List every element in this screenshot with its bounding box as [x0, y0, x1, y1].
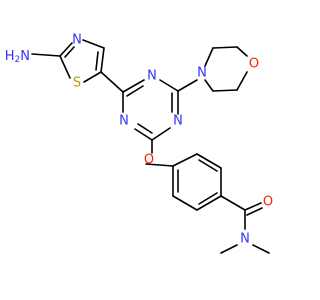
amide-group	[220, 195, 270, 254]
triazine-nitrogen-left-label: N	[119, 114, 129, 129]
carbonyl-oxygen-label: O	[263, 195, 273, 210]
amide-nitrogen-label: N	[240, 232, 250, 247]
amine-label: H2N	[5, 49, 30, 66]
triazine-nitrogen-top-label: N	[147, 69, 157, 84]
triazine-ring	[122, 79, 198, 154]
morpholine-nitrogen-label: N	[197, 66, 207, 81]
thiazole-ring	[31, 39, 124, 93]
phenyl-ring	[145, 153, 222, 211]
morpholine-ring	[204, 46, 248, 92]
thiazole-sulfur-label: S	[73, 76, 81, 91]
ether-oxygen-label: O	[144, 153, 154, 168]
triazine-nitrogen-right-label: N	[173, 114, 183, 129]
molecule-structure: N H2N S N N N N O O O N	[5, 33, 273, 254]
morpholine-oxygen-label: O	[249, 57, 259, 72]
thiazole-nitrogen-label: N	[72, 33, 82, 48]
